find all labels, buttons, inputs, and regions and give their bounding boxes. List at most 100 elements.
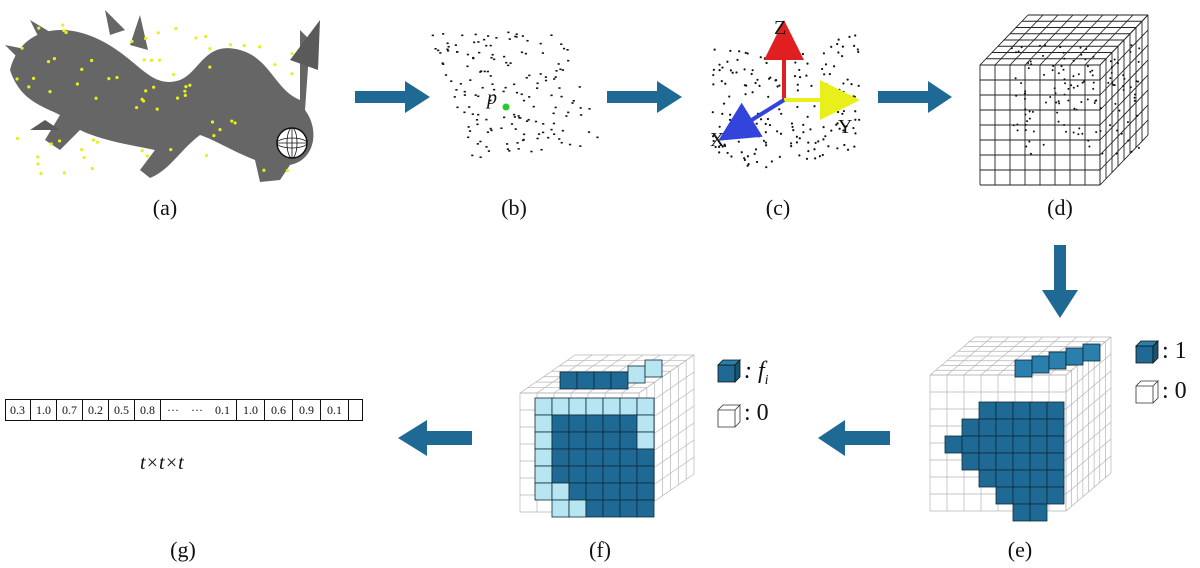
cloud-point: [490, 129, 493, 132]
sample-dot: [208, 65, 212, 69]
cloud-point: [513, 116, 516, 118]
cloud-point: [521, 35, 524, 37]
vector-cell: 0.1: [209, 399, 237, 421]
cloud-point: [1115, 152, 1118, 155]
cloud-point: [441, 62, 444, 64]
cloud-point: [764, 141, 768, 144]
cloud-point: [566, 49, 569, 51]
cloud-point: [854, 34, 857, 37]
voxel: [551, 465, 570, 484]
cloud-point: [796, 49, 799, 52]
cloud-point: [536, 82, 539, 85]
voxel-grid-cube: [979, 14, 1149, 186]
cloud-point: [1092, 55, 1095, 58]
cloud-point: [459, 83, 462, 85]
cloud-point: [477, 41, 480, 43]
cloud-point: [454, 44, 457, 46]
voxel: [1029, 452, 1048, 471]
cloud-point: [712, 68, 715, 71]
cloud-point: [1129, 50, 1132, 53]
cloud-point: [1072, 131, 1075, 134]
voxel: [961, 418, 980, 437]
grid-line: [1069, 14, 1119, 66]
voxel: [568, 465, 587, 484]
voxel: [559, 371, 578, 390]
cloud-point: [1072, 59, 1075, 62]
cloud-point: [841, 112, 844, 115]
voxel: [1046, 486, 1065, 505]
cloud-point: [495, 37, 498, 39]
cloud-point: [587, 131, 591, 133]
cloud-point: [1014, 51, 1017, 54]
voxel: [978, 401, 997, 420]
cloud-point: [483, 70, 486, 73]
cloud-point: [1056, 111, 1059, 114]
cloud-point: [579, 107, 582, 109]
cloud-point: [805, 157, 809, 160]
cloud-point: [509, 62, 512, 64]
cloud-point: [798, 68, 801, 72]
cloud-point: [508, 38, 511, 40]
cloud-point: [718, 125, 721, 128]
voxel: [1012, 401, 1031, 420]
cloud-point: [1064, 82, 1067, 85]
cloud-point: [717, 145, 721, 149]
sample-dot: [290, 51, 294, 55]
cloud-point: [513, 83, 516, 86]
sample-dot: [90, 166, 94, 171]
cloud-point: [764, 131, 767, 134]
cloud-point: [766, 117, 770, 121]
sample-dot: [183, 89, 187, 93]
coordinate-axes: [718, 20, 860, 141]
cloud-point: [466, 65, 469, 68]
cloud-point: [1017, 50, 1020, 53]
cloud-point: [1038, 44, 1041, 47]
cloud-point: [444, 74, 448, 76]
voxel: [568, 414, 587, 433]
cloud-point: [544, 76, 547, 78]
cloud-point: [1126, 121, 1129, 124]
cloud-point: [1075, 108, 1078, 111]
cloud-point: [571, 102, 574, 104]
sample-dot: [57, 139, 62, 143]
cloud-point: [791, 125, 794, 129]
cloud-point: [485, 44, 488, 47]
cloud-point: [1137, 80, 1140, 83]
voxel: [568, 448, 587, 467]
sample-dot: [149, 58, 154, 63]
cloud-point: [588, 108, 591, 110]
cloud-point: [1027, 67, 1030, 70]
cloud-point: [759, 118, 763, 121]
sample-dot: [46, 59, 51, 64]
voxel: [534, 431, 553, 450]
cloud-point: [526, 39, 529, 42]
cloud-point: [1063, 57, 1066, 60]
cloud-point: [1059, 46, 1062, 49]
cloud-point: [853, 95, 856, 98]
cloud-point: [1111, 82, 1114, 85]
cloud-point: [1092, 81, 1095, 84]
cloud-point: [1049, 95, 1052, 98]
cloud-point: [561, 129, 564, 132]
cloud-point: [802, 123, 805, 126]
cloud-point: [542, 123, 545, 125]
voxel: [978, 469, 997, 488]
cloud-point: [479, 140, 482, 143]
cloud-point: [735, 71, 738, 74]
cloud-point: [517, 148, 520, 150]
sample-dot: [39, 171, 43, 176]
cloud-point: [1065, 130, 1068, 133]
cloud-point: [1043, 73, 1046, 76]
cloud-point: [1076, 84, 1079, 87]
voxel: [1029, 401, 1048, 420]
voxel: [602, 482, 621, 501]
cloud-point: [1109, 77, 1112, 80]
voxel: [995, 469, 1014, 488]
cloud-point: [776, 130, 779, 133]
voxel: [568, 499, 587, 518]
cloud-point: [1051, 69, 1054, 72]
cloud-point: [807, 141, 810, 144]
cloud-point: [841, 54, 844, 58]
cloud-point: [1070, 84, 1073, 87]
voxel: [944, 435, 963, 454]
